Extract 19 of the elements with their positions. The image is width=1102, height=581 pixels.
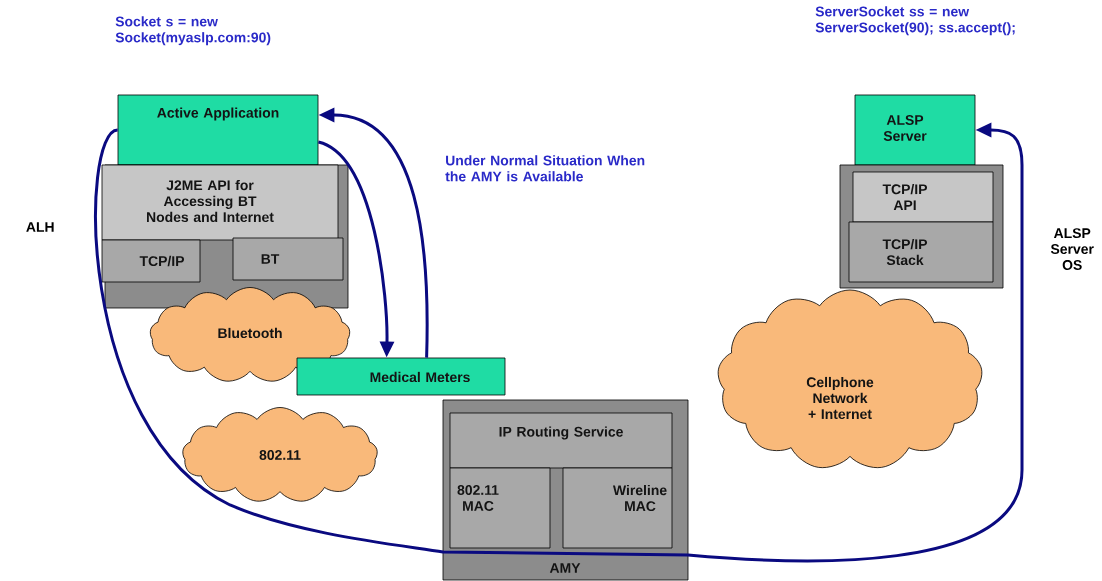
network-cloud: Cellphone Network + Internet <box>717 289 983 469</box>
side-label: ALH <box>26 222 54 232</box>
server-box: ALSP Server <box>854 94 976 166</box>
api-box: J2ME API for Accessing BT Nodes and Internet <box>101 164 339 241</box>
protocol-box: BT <box>232 237 344 281</box>
api-box: TCP/IP API <box>852 171 994 223</box>
application-box: Active Application <box>117 94 319 166</box>
code-text: Socket s = new Socket(myaslp.com:90) <box>115 16 271 46</box>
network-cloud: Bluetooth <box>149 287 351 382</box>
device-box: Medical Meters <box>296 357 506 396</box>
protocol-box: TCP/IP Stack <box>848 221 994 283</box>
protocol-box: TCP/IP <box>101 239 201 283</box>
service-box: IP Routing Service <box>449 412 673 469</box>
mac-box: 802.11 MAC <box>449 467 551 549</box>
side-label: ALSP Server OS <box>1050 228 1094 270</box>
code-text: ServerSocket ss = new ServerSocket(90); ss.accept(); <box>815 6 1015 36</box>
mac-box: Wireline MAC <box>562 467 673 549</box>
caption-text: Under Normal Situation When the AMY is Available <box>445 155 645 182</box>
network-cloud: 802.11 <box>182 407 378 502</box>
